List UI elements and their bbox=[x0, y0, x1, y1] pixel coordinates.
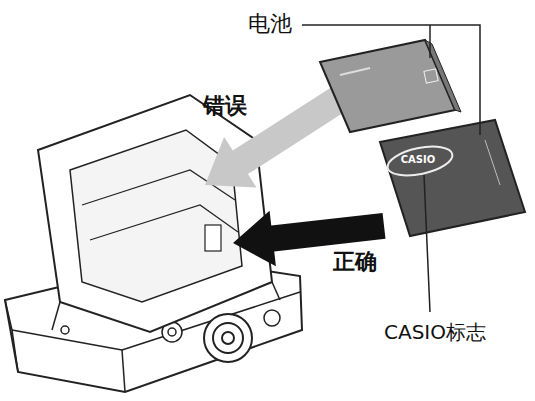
base-edge bbox=[5, 300, 18, 372]
battery-mark bbox=[340, 68, 370, 75]
hinge bbox=[272, 282, 280, 300]
camera-panel bbox=[38, 95, 272, 332]
battery-mark bbox=[485, 140, 500, 185]
leader-line bbox=[424, 175, 430, 312]
correct-label: 正确 bbox=[333, 249, 377, 274]
part-name: 电池 bbox=[248, 11, 292, 36]
leader-line bbox=[302, 25, 480, 135]
part-name: CASIO标志 bbox=[384, 321, 486, 344]
base-edge bbox=[122, 350, 125, 392]
lens bbox=[204, 314, 252, 362]
battery-correct bbox=[380, 120, 525, 236]
hinge bbox=[52, 302, 60, 330]
battery-compartment bbox=[70, 130, 242, 302]
battery-mark bbox=[424, 69, 438, 83]
button bbox=[264, 310, 280, 326]
leader-line bbox=[429, 25, 431, 58]
button bbox=[168, 328, 176, 336]
button bbox=[61, 326, 69, 334]
battery-latch bbox=[205, 225, 221, 251]
lens bbox=[222, 332, 234, 344]
logo-oval bbox=[385, 141, 455, 180]
logo-text: CASIO bbox=[401, 154, 436, 166]
lens bbox=[213, 323, 243, 353]
wrong-label: 错误 bbox=[203, 93, 247, 118]
